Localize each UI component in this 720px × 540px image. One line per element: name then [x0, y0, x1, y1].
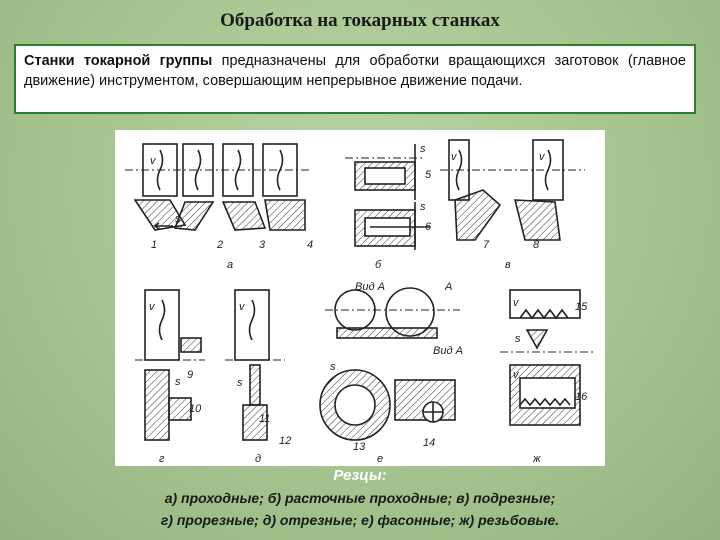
- num-3: 3: [259, 239, 266, 251]
- num-2: 2: [216, 239, 223, 251]
- cutters-diagram: v s s s v v v s v s A s v s v Вид А Вид …: [125, 139, 595, 465]
- letter-g: г: [159, 453, 165, 465]
- num-8: 8: [533, 239, 540, 251]
- num-14: 14: [423, 437, 435, 449]
- s-label: s: [175, 376, 181, 388]
- cutter-numbers: 1 2 3 4 5 6 7 8 9 10 11 12 13 14 15 16: [151, 169, 588, 453]
- a-label: A: [444, 281, 452, 293]
- s-label: s: [237, 377, 243, 389]
- group-g-grooving: [135, 289, 205, 441]
- group-b-boring: [345, 144, 430, 250]
- letter-e: е: [377, 453, 383, 465]
- num-10: 10: [189, 403, 202, 415]
- v-label: v: [539, 151, 546, 163]
- num-5: 5: [425, 169, 432, 181]
- v-label: v: [149, 301, 156, 313]
- v-label: v: [150, 155, 157, 167]
- num-16: 16: [575, 391, 588, 403]
- group-a-workpieces: [125, 143, 310, 231]
- num-4: 4: [307, 239, 313, 251]
- caption-title: Резцы:: [333, 467, 387, 484]
- intro-text-box: Станки токарной группы предназначены для…: [14, 44, 696, 114]
- s-label: s: [420, 201, 426, 213]
- num-7: 7: [483, 239, 490, 251]
- num-1: 1: [151, 239, 157, 251]
- s-label: s: [330, 361, 336, 373]
- letter-zh: ж: [532, 453, 541, 465]
- group-letters: а б в г д е ж: [159, 259, 541, 465]
- num-9: 9: [187, 369, 193, 381]
- letter-a: а: [227, 259, 233, 271]
- view-a-label-1: Вид А: [355, 281, 385, 293]
- group-v-facing: [440, 139, 585, 241]
- lathe-cutters-figure: v s s s v v v s v s A s v s v Вид А Вид …: [115, 130, 605, 466]
- intro-text: предназначены для обработки вращающихся …: [24, 53, 686, 89]
- letter-b: б: [375, 259, 382, 271]
- motion-labels: v s s s v v v s v s A s v s v: [149, 143, 546, 389]
- num-15: 15: [575, 301, 588, 313]
- caption-line-1: а) проходные; б) расточные проходные; в)…: [164, 490, 556, 506]
- letter-d: д: [255, 453, 261, 465]
- page-title: Обработка на токарных станках: [220, 10, 500, 31]
- v-label: v: [513, 369, 520, 381]
- s-label: s: [515, 333, 521, 345]
- num-11: 11: [259, 413, 270, 425]
- s-label: s: [175, 213, 181, 225]
- group-zh-threading: [500, 289, 595, 426]
- num-6: 6: [425, 221, 432, 233]
- v-label: v: [451, 151, 458, 163]
- group-e-form: [319, 287, 460, 441]
- v-label: v: [239, 301, 246, 313]
- view-labels: Вид А Вид А: [355, 281, 463, 357]
- s-label: s: [420, 143, 426, 155]
- caption-line-2: г) прорезные; д) отрезные; е) фасонные; …: [160, 512, 560, 528]
- num-13: 13: [353, 441, 366, 453]
- num-12: 12: [279, 435, 291, 447]
- v-label: v: [513, 297, 520, 309]
- letter-v: в: [505, 259, 511, 271]
- view-a-label-2: Вид А: [433, 345, 463, 357]
- intro-bold-text: Станки токарной группы: [24, 53, 213, 69]
- group-d-parting: [225, 289, 285, 441]
